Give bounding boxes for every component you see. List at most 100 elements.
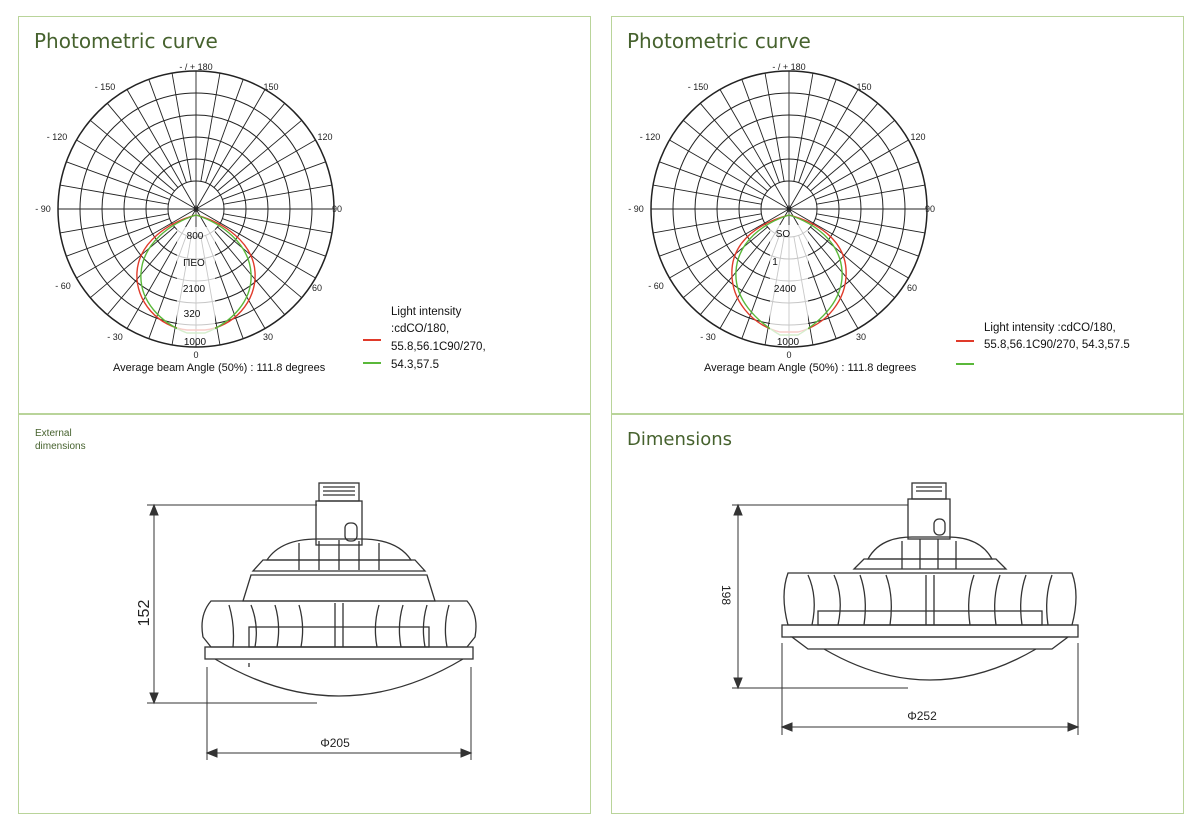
angle-label-0-bottom: 0 (193, 350, 198, 360)
angle-label-30: 30 (856, 332, 866, 342)
polar-spoke (106, 102, 179, 188)
angle-label-minus150: - 150 (688, 82, 709, 92)
polar-spoke (60, 184, 169, 205)
angle-label-180: - / + 180 (772, 62, 805, 72)
polar-spoke (806, 102, 879, 188)
polar-spoke (213, 102, 286, 188)
polar-spoke (653, 184, 762, 205)
polar-spoke (816, 184, 925, 205)
polar-spoke (126, 89, 197, 210)
dimension-lines (147, 503, 473, 760)
polar-spoke (788, 139, 909, 210)
ring-label-peo: ПЕО (183, 258, 205, 269)
dimension-lines (732, 503, 1080, 735)
ring-label-1: 1 (772, 257, 778, 268)
polar-spoke (669, 139, 790, 210)
angle-label-60: 60 (312, 283, 322, 293)
polar-spoke (223, 213, 332, 234)
polar-spoke (217, 119, 303, 192)
polar-spoke (171, 73, 192, 182)
ring-label-backdrop (177, 227, 215, 342)
polar-spoke (60, 213, 169, 234)
angle-label-60: 60 (907, 283, 917, 293)
polar-spoke (222, 161, 326, 200)
panel-title: External dimensions (35, 427, 86, 453)
polar-spoke (793, 73, 814, 182)
angle-label-minus60: - 60 (648, 281, 664, 291)
polar-spoke (223, 184, 332, 205)
lamp-outline (201, 482, 477, 697)
photometric-panel-right: Photometric curve - / + 180 - 150 150 - … (611, 16, 1184, 414)
polar-spoke (66, 161, 170, 200)
polar-grid (650, 70, 928, 348)
polar-spoke (89, 226, 175, 299)
angle-label-90: 90 (925, 204, 935, 214)
polar-diagram-right: - / + 180 - 150 150 - 120 120 - 90 90 - … (628, 62, 1130, 374)
ring-label-backdrop (770, 225, 808, 345)
polar-spoke (719, 89, 790, 210)
angle-label-150: 150 (263, 82, 278, 92)
polar-spoke (653, 213, 762, 234)
angle-label-90: 90 (332, 204, 342, 214)
angle-label-minus150: - 150 (95, 82, 116, 92)
polar-spoke (810, 226, 896, 299)
polar-spoke (76, 139, 197, 210)
lamp-drawing-right: 198 Φ252 (719, 482, 1080, 735)
ring-label-so: SO (776, 229, 791, 240)
polar-spoke (659, 218, 763, 257)
polar-spoke (798, 79, 837, 183)
photometric-panel-left: Photometric curve - / + 180 - 150 150 - … (18, 16, 591, 414)
polar-diagram-left: - / + 180 - 150 150 - 120 120 - 90 90 - … (35, 62, 486, 374)
polar-spoke (195, 89, 266, 210)
polar-spoke (213, 230, 286, 316)
ring-label-2400: 2400 (774, 284, 797, 295)
polar-spoke (148, 79, 187, 183)
lamp-outline (781, 482, 1079, 681)
polar-spoke (810, 119, 896, 192)
panel-title-line-1: External (35, 428, 72, 439)
angle-label-minus30: - 30 (107, 332, 123, 342)
angle-label-minus90: - 90 (628, 204, 644, 214)
ring-label-1000: 1000 (777, 337, 800, 348)
ring-label-1000: 1000 (184, 337, 207, 348)
polar-spoke (699, 102, 772, 188)
polar-spoke (682, 226, 768, 299)
polar-spoke (788, 208, 909, 279)
angle-label-minus120: - 120 (640, 132, 661, 142)
polar-spoke (66, 218, 170, 257)
polar-spoke (764, 73, 785, 182)
dimensions-panel-left: External dimensions (18, 414, 591, 814)
angle-label-180: - / + 180 (179, 62, 212, 72)
height-dimension-label: 152 (136, 600, 153, 627)
angle-label-0-bottom: 0 (786, 350, 791, 360)
legend-line-1: Light intensity (391, 306, 462, 318)
legend-line-2: 55.8,56.1C90/270, 54.3,57.5 (984, 339, 1130, 351)
polar-spoke (816, 213, 925, 234)
polar-spoke (89, 119, 175, 192)
angle-label-0-center: 0 (193, 204, 198, 214)
angle-label-0-center: 0 (786, 204, 791, 214)
panel-title-line-2: dimensions (35, 441, 86, 452)
panel-title: Dimensions (627, 429, 733, 450)
dimensions-panel-right: Dimensions (611, 414, 1184, 814)
angle-label-minus90: - 90 (35, 204, 51, 214)
polar-spoke (741, 79, 780, 183)
angle-label-minus30: - 30 (700, 332, 716, 342)
polar-spoke (659, 161, 763, 200)
ring-label-2100: 2100 (183, 284, 206, 295)
polar-spoke (76, 208, 197, 279)
angle-label-150: 150 (856, 82, 871, 92)
width-dimension-label: Φ205 (320, 736, 350, 750)
panel-title: Photometric curve (627, 29, 811, 53)
polar-spoke (788, 89, 859, 210)
ring-label-320: 320 (184, 309, 201, 320)
beam-angle-caption: Average beam Angle (50%) : 111.8 degrees (113, 362, 326, 374)
polar-spoke (200, 73, 221, 182)
angle-label-120: 120 (317, 132, 332, 142)
polar-spoke (669, 208, 790, 279)
lamp-drawing-left: 152 Φ205 (136, 482, 477, 760)
height-dimension-label: 198 (719, 585, 733, 605)
polar-spoke (195, 208, 316, 279)
width-dimension-label: Φ252 (907, 709, 937, 723)
legend-line-3: 55.8,56.1C90/270, (391, 341, 486, 353)
